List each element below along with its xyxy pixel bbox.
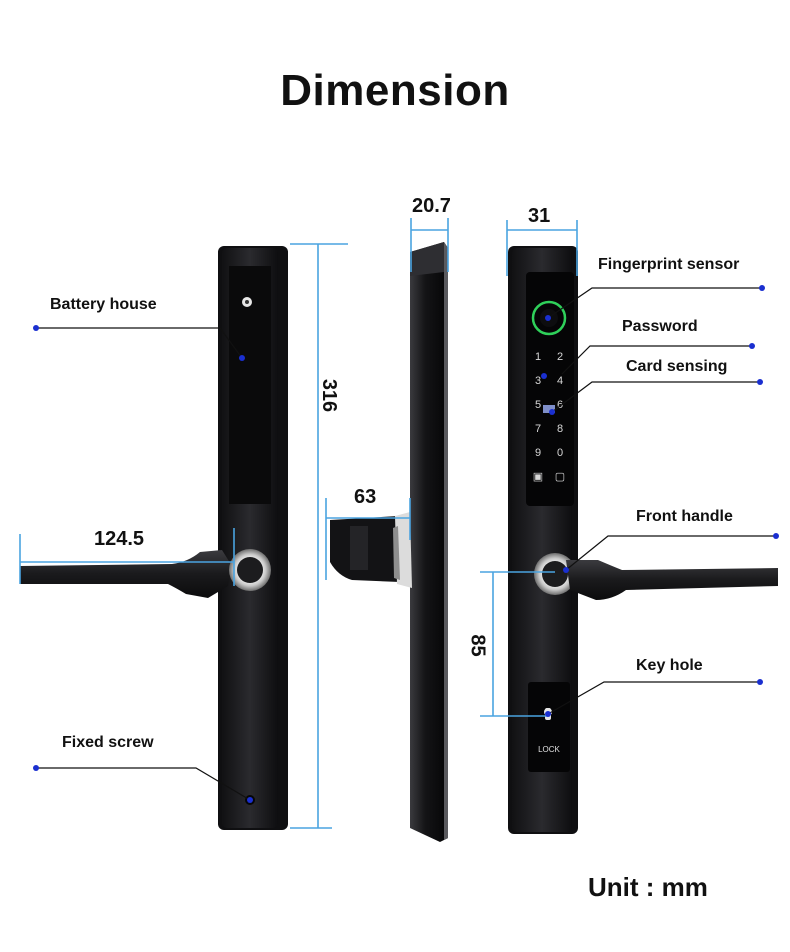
callout-battery-house: Battery house — [50, 296, 157, 313]
callout-card-sensing: Card sensing — [626, 358, 728, 375]
lock-label: LOCK — [538, 745, 560, 754]
dimension-lines — [19, 218, 578, 829]
dim-handle-projection-label: 63 — [354, 486, 377, 508]
front-lock-body: 1 2 3 4 5 6 7 8 9 0 ▣ ▢ — [508, 246, 578, 834]
keypad-key-4: 4 — [557, 375, 563, 387]
dim-height-label: 316 — [318, 378, 341, 413]
dim-handle-to-keyhole-label: 85 — [466, 634, 489, 657]
keypad-key-7: 7 — [535, 423, 541, 435]
keypad-key-0: 0 — [557, 447, 563, 459]
back-lock-body — [218, 246, 288, 830]
callout-fingerprint-sensor: Fingerprint sensor — [598, 256, 740, 273]
callout-password: Password — [622, 318, 698, 335]
dim-handle-length-label: 124.5 — [94, 528, 145, 550]
keypad-keys: 1 2 3 4 5 6 7 8 9 0 ▣ ▢ — [533, 351, 565, 483]
dim-thickness-label: 20.7 — [412, 195, 451, 217]
keypad-key-9: 9 — [535, 447, 541, 459]
keypad-key-3: 3 — [535, 375, 541, 387]
callout-lines — [36, 287, 776, 801]
unit-label: Unit : mm — [588, 872, 708, 902]
fingerprint-ring — [531, 300, 567, 336]
front-handle — [534, 553, 778, 600]
keypad-key-2: 2 — [557, 351, 563, 363]
callout-fixed-screw: Fixed screw — [62, 734, 154, 751]
unlock-key-icon: ▢ — [555, 471, 565, 483]
keypad-key-8: 8 — [557, 423, 563, 435]
keypad-key-5: 5 — [535, 399, 541, 411]
callout-front-handle: Front handle — [636, 508, 733, 525]
keypad-key-6: 6 — [557, 399, 563, 411]
keypad-key-1: 1 — [535, 351, 541, 363]
lock-key-icon: ▣ — [533, 471, 543, 483]
page-title: Dimension — [280, 66, 510, 115]
side-lock-body — [410, 242, 448, 842]
key-hole-panel — [528, 682, 570, 772]
callout-key-hole: Key hole — [636, 657, 703, 674]
back-handle — [20, 549, 271, 598]
side-handle — [330, 512, 412, 588]
card-sensing-icon — [543, 405, 555, 413]
callout-dots — [33, 285, 779, 803]
dim-width-label: 31 — [528, 205, 551, 227]
